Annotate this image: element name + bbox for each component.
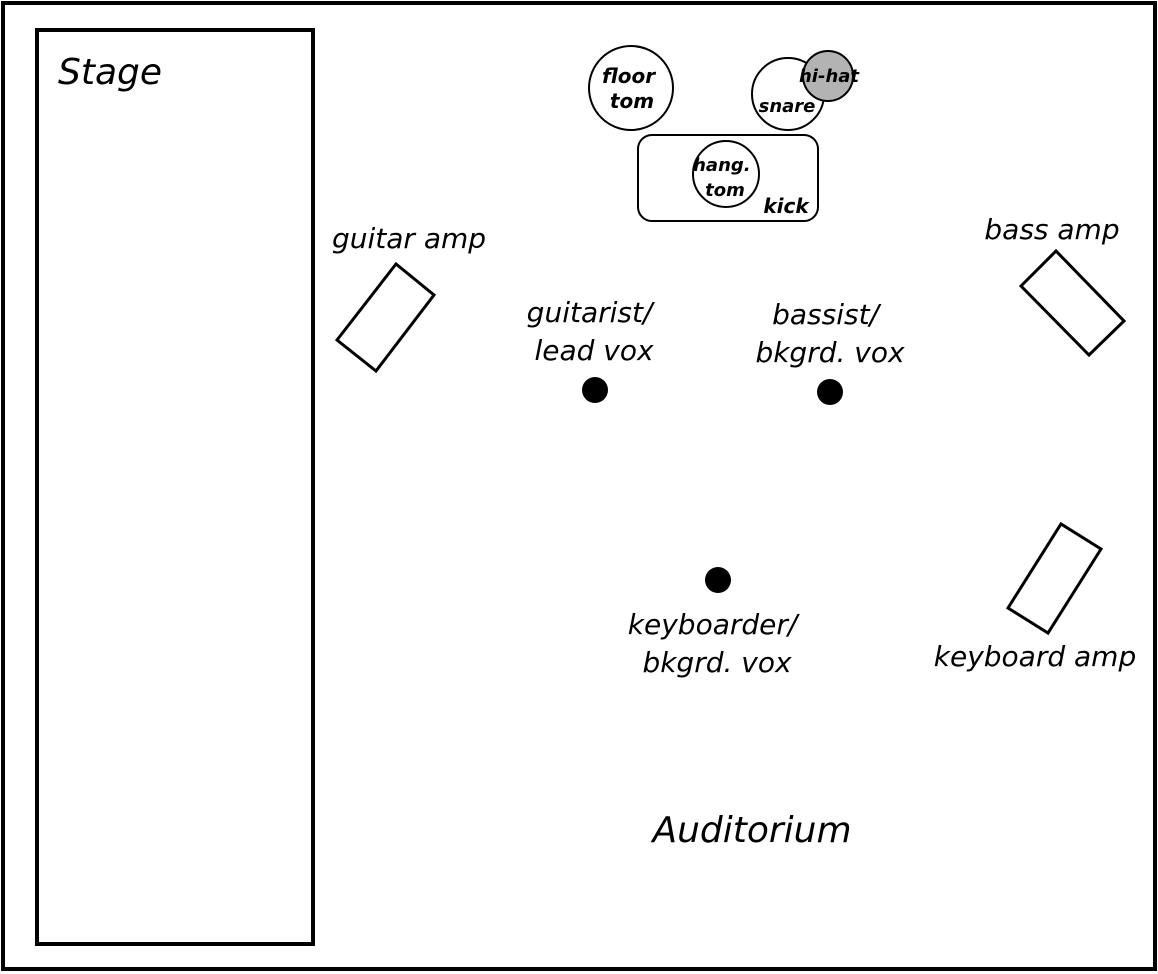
keyboard-amp [1005,521,1104,636]
hi-hat-cymbal [802,50,854,102]
floor-tom [588,45,674,131]
snare-label: snare [759,96,816,117]
drum-kit: floor tom snare hi-hat hang. tom kick [588,45,860,222]
bassist-position [817,379,843,405]
floor-tom-label: floor tom [602,64,662,113]
guitar-amp-label: guitar amp [332,222,486,255]
keyboarder-position [705,567,731,593]
keyboarder-label: keyboarder/ bkgrd. vox [628,608,806,679]
hi-hat-label: hi-hat [799,66,860,87]
hang-tom-label: hang. tom [693,155,757,201]
hanging-tom [692,140,760,208]
guitarist-position [582,377,608,403]
kick-label: kick [763,194,810,218]
auditorium-label: Auditorium [650,810,851,851]
guitarist-label: guitarist/ lead vox [527,296,662,367]
guitar-amp [334,261,437,374]
stage-area [35,28,315,946]
keyboard-amp-label: keyboard amp [934,640,1136,673]
stage-label: Stage [58,52,162,93]
bass-amp-label: bass amp [984,213,1119,246]
bassist-label: bassist/ bkgrd. vox [755,298,905,369]
bass-amp [1018,248,1127,358]
